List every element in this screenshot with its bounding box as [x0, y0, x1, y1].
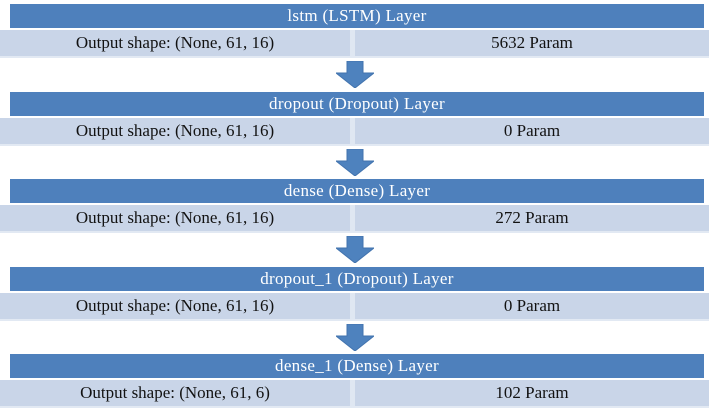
param-count-cell: 102 Param — [355, 380, 709, 406]
layer-name-header: dropout_1 (Dropout) Layer — [10, 266, 704, 291]
layer-name-header: dense (Dense) Layer — [10, 179, 704, 203]
cell-divider — [350, 205, 355, 231]
param-count-cell: 0 Param — [355, 117, 709, 144]
output-shape-text: Output shape: (None, 61, 16) — [75, 295, 275, 315]
layer-block-dense-1: dense_1 (Dense) Layer Output shape: (Non… — [0, 354, 709, 408]
output-shape-cell: Output shape: (None, 61, 16) — [0, 205, 350, 231]
output-shape-cell: Output shape: (None, 61, 16) — [0, 30, 350, 56]
layer-detail-row: Output shape: (None, 61, 6) 102 Param — [0, 380, 709, 408]
layer-name: dropout (Dropout) Layer — [269, 93, 445, 113]
layer-block-dense: dense (Dense) Layer Output shape: (None,… — [0, 179, 709, 233]
cell-divider — [350, 117, 355, 144]
output-shape-cell: Output shape: (None, 61, 16) — [0, 117, 350, 144]
layer-block-dropout: dropout (Dropout) Layer Output shape: (N… — [0, 91, 709, 146]
param-count-text: 0 Param — [503, 295, 561, 315]
cell-divider — [350, 292, 355, 319]
layer-detail-row: Output shape: (None, 61, 16) 5632 Param — [0, 30, 709, 58]
layer-block-lstm: lstm (LSTM) Layer Output shape: (None, 6… — [0, 4, 709, 58]
layer-name: dense (Dense) Layer — [283, 181, 431, 200]
layer-name: dropout_1 (Dropout) Layer — [260, 268, 454, 288]
param-count-text: 0 Param — [503, 120, 561, 140]
output-shape-text: Output shape: (None, 61, 16) — [75, 208, 275, 227]
layer-detail-row: Output shape: (None, 61, 16) 0 Param — [0, 292, 709, 321]
layer-name-header: lstm (LSTM) Layer — [10, 4, 704, 28]
output-shape-cell: Output shape: (None, 61, 6) — [0, 380, 350, 406]
down-arrow-icon — [0, 148, 709, 176]
layer-name-header: dropout (Dropout) Layer — [10, 91, 704, 116]
layer-name: dense_1 (Dense) Layer — [275, 356, 439, 375]
output-shape-text: Output shape: (None, 61, 16) — [75, 33, 275, 52]
output-shape-text: Output shape: (None, 61, 6) — [80, 383, 270, 402]
param-count-cell: 272 Param — [355, 205, 709, 231]
down-arrow-icon — [0, 236, 709, 264]
layer-detail-row: Output shape: (None, 61, 16) 0 Param — [0, 117, 709, 146]
layer-name: lstm (LSTM) Layer — [287, 6, 427, 25]
layer-name-header: dense_1 (Dense) Layer — [10, 354, 704, 378]
param-count-cell: 5632 Param — [355, 30, 709, 56]
layer-block-dropout-1: dropout_1 (Dropout) Layer Output shape: … — [0, 266, 709, 321]
output-shape-cell: Output shape: (None, 61, 16) — [0, 292, 350, 319]
down-arrow-icon — [0, 61, 709, 89]
cell-divider — [350, 30, 355, 56]
param-count-text: 272 Param — [495, 208, 569, 227]
param-count-text: 5632 Param — [491, 33, 573, 52]
param-count-text: 102 Param — [495, 383, 569, 402]
down-arrow-icon — [0, 323, 709, 351]
layer-detail-row: Output shape: (None, 61, 16) 272 Param — [0, 205, 709, 233]
output-shape-text: Output shape: (None, 61, 16) — [75, 120, 275, 140]
param-count-cell: 0 Param — [355, 292, 709, 319]
cell-divider — [350, 380, 355, 406]
